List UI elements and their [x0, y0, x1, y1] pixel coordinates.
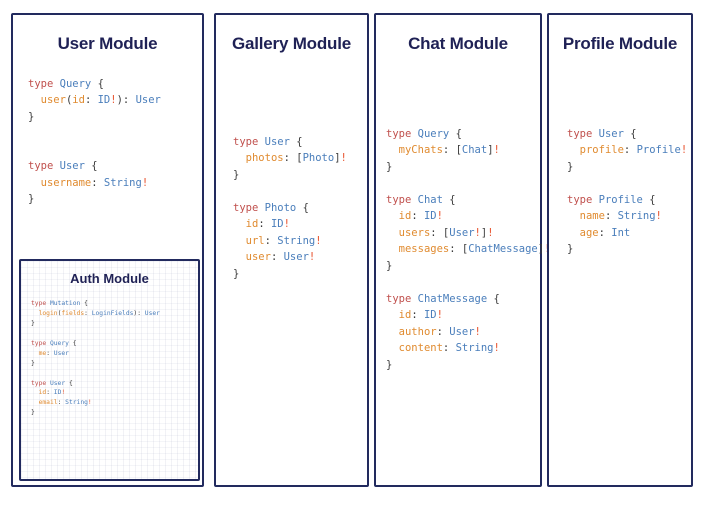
module-title-gallery: Gallery Module	[231, 34, 352, 53]
module-title-auth: Auth Module	[70, 271, 149, 286]
schema-code-gallery: type User { photos: [Photo]! } type Phot…	[233, 135, 347, 280]
module-title-chat: Chat Module	[408, 34, 508, 53]
module-card-user[interactable]: User Module type Query { user(id: ID!): …	[11, 13, 204, 487]
module-title-user: User Module	[57, 34, 158, 53]
module-card-gallery[interactable]: Gallery Module type User { photos: [Phot…	[214, 13, 369, 487]
schema-code-user: type Query { user(id: ID!): User } type …	[28, 77, 161, 206]
module-card-auth[interactable]: Auth Module type Mutation { login(fields…	[19, 259, 200, 481]
schema-code-chat: type Query { myChats: [Chat]! } type Cha…	[386, 127, 550, 371]
schema-code-profile: type User { profile: Profile! } type Pro…	[567, 127, 688, 256]
module-card-profile[interactable]: Profile Module type User { profile: Prof…	[547, 13, 693, 487]
module-title-profile: Profile Module	[562, 34, 678, 53]
module-card-chat[interactable]: Chat Module type Query { myChats: [Chat]…	[374, 13, 550, 487]
schema-code-auth: type Mutation { login(fields: LoginField…	[31, 300, 160, 417]
